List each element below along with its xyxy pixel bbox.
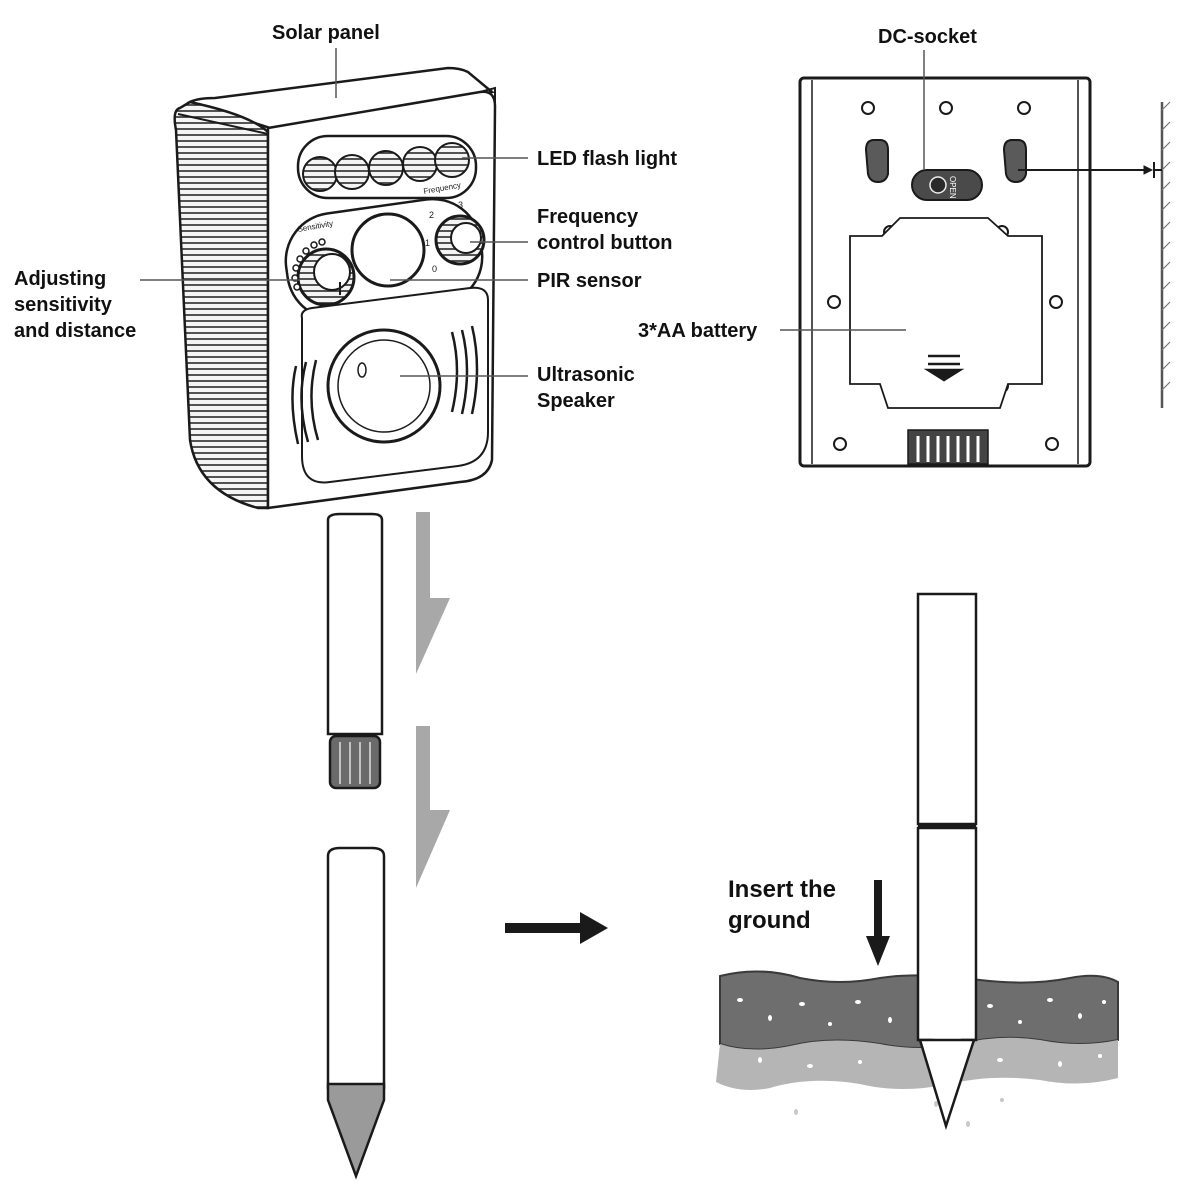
sensitivity-indicator-dots [291, 238, 326, 291]
battery-cover-arrow [923, 354, 965, 382]
device-back-view [798, 76, 1171, 468]
led-lights [302, 142, 470, 192]
stake-assembly [326, 512, 386, 1180]
insert-arrow-shaft [874, 880, 882, 940]
open-marking: OPEN [948, 176, 957, 199]
insert-ground-label: Insert the ground [728, 876, 837, 934]
solar-panel-label: Solar panel [272, 22, 380, 44]
device-front-view [173, 66, 497, 510]
soil-bottom-layer [716, 1037, 1118, 1090]
back-leader-lines [780, 50, 925, 331]
frequency-control-label: Frequency control button [537, 206, 673, 254]
battery-cover [849, 217, 1043, 409]
keyhole-hanger-left [864, 139, 889, 184]
right-arrow [505, 912, 608, 944]
down-arrow-lower [416, 726, 450, 888]
ground-scene [716, 592, 1119, 1131]
battery-label: 3*AA battery [638, 320, 758, 342]
lower-spike [326, 846, 386, 1090]
knob-mark-3: 3 [458, 200, 463, 210]
down-arrow-upper [416, 512, 450, 674]
insert-arrow-head [866, 936, 890, 966]
pir-sensor [350, 212, 426, 288]
sound-grill-left [291, 359, 320, 445]
threaded-connector [328, 734, 382, 790]
front-leader-lines [140, 48, 528, 377]
knob-mark-2: 2 [429, 210, 434, 220]
adjusting-sensitivity-label: Adjusting sensitivity and distance [14, 268, 137, 342]
dc-socket [911, 169, 983, 201]
led-flash-light-label: LED flash light [537, 148, 677, 170]
ultrasonic-speaker-label: Ultrasonic Speaker [537, 364, 635, 412]
spike-tip [326, 1082, 386, 1180]
upper-tube [326, 512, 384, 736]
knob-mark-0: 0 [432, 264, 437, 274]
solar-panel-top [186, 66, 495, 130]
dc-socket-label: DC-socket [878, 26, 977, 48]
sound-grill-right [450, 325, 479, 415]
pir-sensor-label: PIR sensor [537, 270, 642, 292]
inserted-stake-upper [916, 592, 978, 826]
knob-mark-1: 1 [425, 238, 430, 248]
solar-panel-side [173, 100, 270, 510]
keyhole-hanger-right [1002, 139, 1027, 184]
